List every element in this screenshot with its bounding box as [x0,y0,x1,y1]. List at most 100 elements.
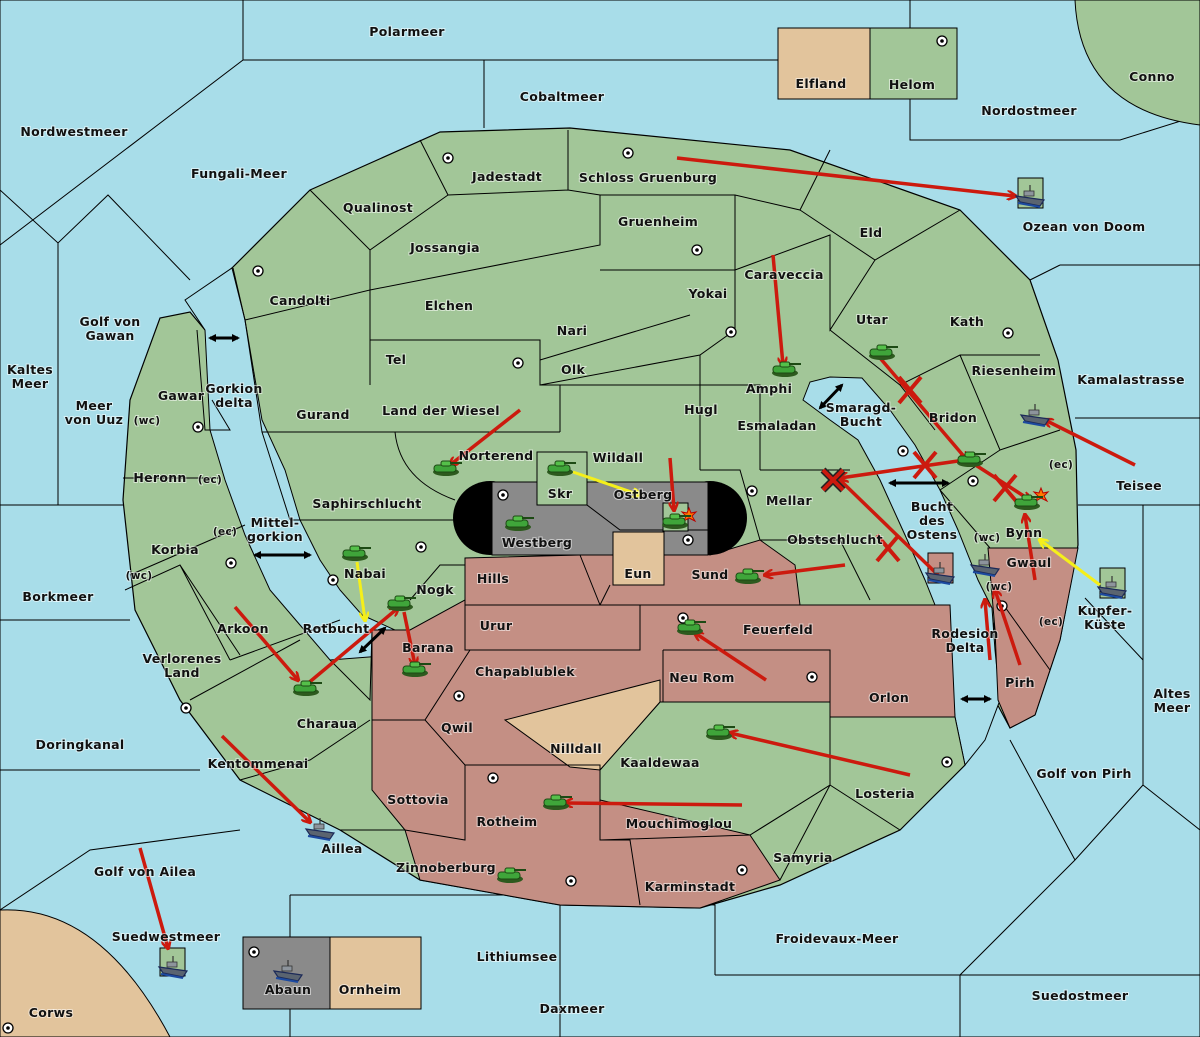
land-label-zinnoberburg: Zinnoberburg [396,860,496,875]
land-label-gruenheim: Gruenheim [618,214,698,229]
sea-label-doringkanal: Doringkanal [36,737,125,752]
sea-label-abaun: Abaun [265,982,311,997]
supply-center-icon [192,421,204,433]
supply-center-icon [2,1022,14,1034]
land-label-qwil: Qwil [441,720,473,735]
support-order-arrow [1040,540,1101,587]
move-order-arrow [668,457,674,510]
land-label-mouchimoglou: Mouchimoglou [626,816,732,831]
province-ornheim[interactable] [329,936,422,1010]
land-label-mellar: Mellar [766,493,812,508]
coast-label-wc: (wc) [974,532,1001,544]
land-label-kentommenai: Kentommenai [208,756,309,771]
failed-order-cross-icon [912,450,938,480]
land-label-gwaul: Gwaul [1007,555,1052,570]
land-label-ostberg: Ostberg [614,487,673,502]
sea-label-rodesion-delta: Rodesion [931,626,998,641]
land-label-wildall: Wildall [593,450,643,465]
sea-label-corws: Corws [29,1005,73,1020]
supply-center-icon [1002,327,1014,339]
land-label-feuerfeld: Feuerfeld [743,622,813,637]
sea-label-borkmeer: Borkmeer [22,589,94,604]
sea-label-kaltes-meer: Kaltes [7,362,53,377]
province-labels: PolarmeerCobaltmeerNordwestmeerFungali-M… [6,23,1192,1021]
land-label-hugl: Hugl [684,402,718,417]
sea-label-helom: Helom [889,77,935,92]
land-label-barana: Barana [402,640,454,655]
supply-center-icon [180,702,192,714]
supply-center-icon [252,265,264,277]
land-label-schloss-gruenburg: Schloss Gruenburg [579,170,717,185]
land-label-land-der-wiesel: Land der Wiesel [382,403,500,418]
move-order-arrow [995,590,1022,666]
move-order-arrow [730,733,911,777]
coast-label-ec: (ec) [198,474,222,486]
sea-label-elfland: Elfland [796,76,847,91]
land-label-obstschlucht: Obstschlucht [787,532,883,547]
province-elfland[interactable] [777,27,871,100]
coast-label-ec: (ec) [1049,459,1073,471]
land-label-orlon: Orlon [869,690,909,705]
sea-label-golf-von-gawan: Golf von [80,314,141,329]
sea-label-ornheim: Ornheim [339,982,401,997]
land-label-qualinost: Qualinost [343,200,413,215]
province-eun[interactable] [612,531,665,586]
land-label-utar: Utar [856,312,888,327]
land-borders [123,130,1061,906]
land-label-skr: Skr [548,486,573,501]
province-nilldall[interactable] [503,679,661,771]
supply-center-icon [453,690,465,702]
adjacency-double-arrow-icon [818,383,844,410]
land-label-urur: Urur [480,618,513,633]
sea-label-altes-meer: Meer [1154,700,1191,715]
move-order-arrow [985,600,992,661]
sea-label-suedostmeer: Suedostmeer [1032,988,1129,1003]
coast-label-ec: (ec) [213,526,237,538]
supply-center-icon [225,557,237,569]
land-label-riesenheim: Riesenheim [972,363,1057,378]
sea-label-nordwestmeer: Nordwestmeer [20,124,128,139]
land-label-gawar: Gawar [158,388,205,403]
province-corws[interactable] [0,909,171,1037]
sea-label-bucht-des-ostens: Bucht [911,499,953,514]
supply-center-icon [415,541,427,553]
sea-label-kamalastrasse: Kamalastrasse [1077,372,1185,387]
sea-label-suedwestmeer: Suedwestmeer [112,929,221,944]
land-label-eun: Eun [624,566,651,581]
sea-label-ozean-von-doom: Ozean von Doom [1023,219,1146,234]
move-order-arrow [878,356,967,460]
supply-center-icon [897,445,909,457]
land-label-bynn: Bynn [1006,525,1043,540]
land-label-arkoon: Arkoon [217,621,269,636]
supply-center-icon [565,875,577,887]
sea-label-daxmeer: Daxmeer [539,1001,605,1016]
province-conno[interactable] [1074,0,1200,126]
land-label-caraveccia: Caraveccia [744,267,823,282]
sea-label-kupfer-k-ste: Kupfer- [1078,603,1133,618]
sea-label-meer-von-uuz: von Uuz [65,412,123,427]
supply-center-icon [248,946,260,958]
land-label-bridon: Bridon [929,410,977,425]
destroyed-cross-icon [820,467,846,493]
land-label-korbia: Korbia [151,542,199,557]
supply-center-icon [806,671,818,683]
supply-center-icon [941,756,953,768]
land-label-nabai: Nabai [344,566,386,581]
land-label-aillea: Aillea [321,841,362,856]
sea-label-smaragd-bucht: Bucht [840,414,882,429]
move-order-arrow [1025,515,1037,581]
move-order-arrow [676,156,1015,196]
land-label-nogk: Nogk [416,582,454,597]
land-label-amphi: Amphi [746,381,792,396]
failed-order-cross-icon [875,533,901,563]
region-red-east [987,547,1079,729]
supply-center-icon [682,534,694,546]
supply-center-icon [442,152,454,164]
land-label-hills: Hills [477,571,509,586]
land-label-saphirschlucht: Saphirschlucht [312,496,421,511]
move-order-arrow [298,608,398,692]
land-label-norterend: Norterend [459,448,534,463]
sea-label-teisee: Teisee [1116,478,1162,493]
move-order-arrow [565,803,743,805]
